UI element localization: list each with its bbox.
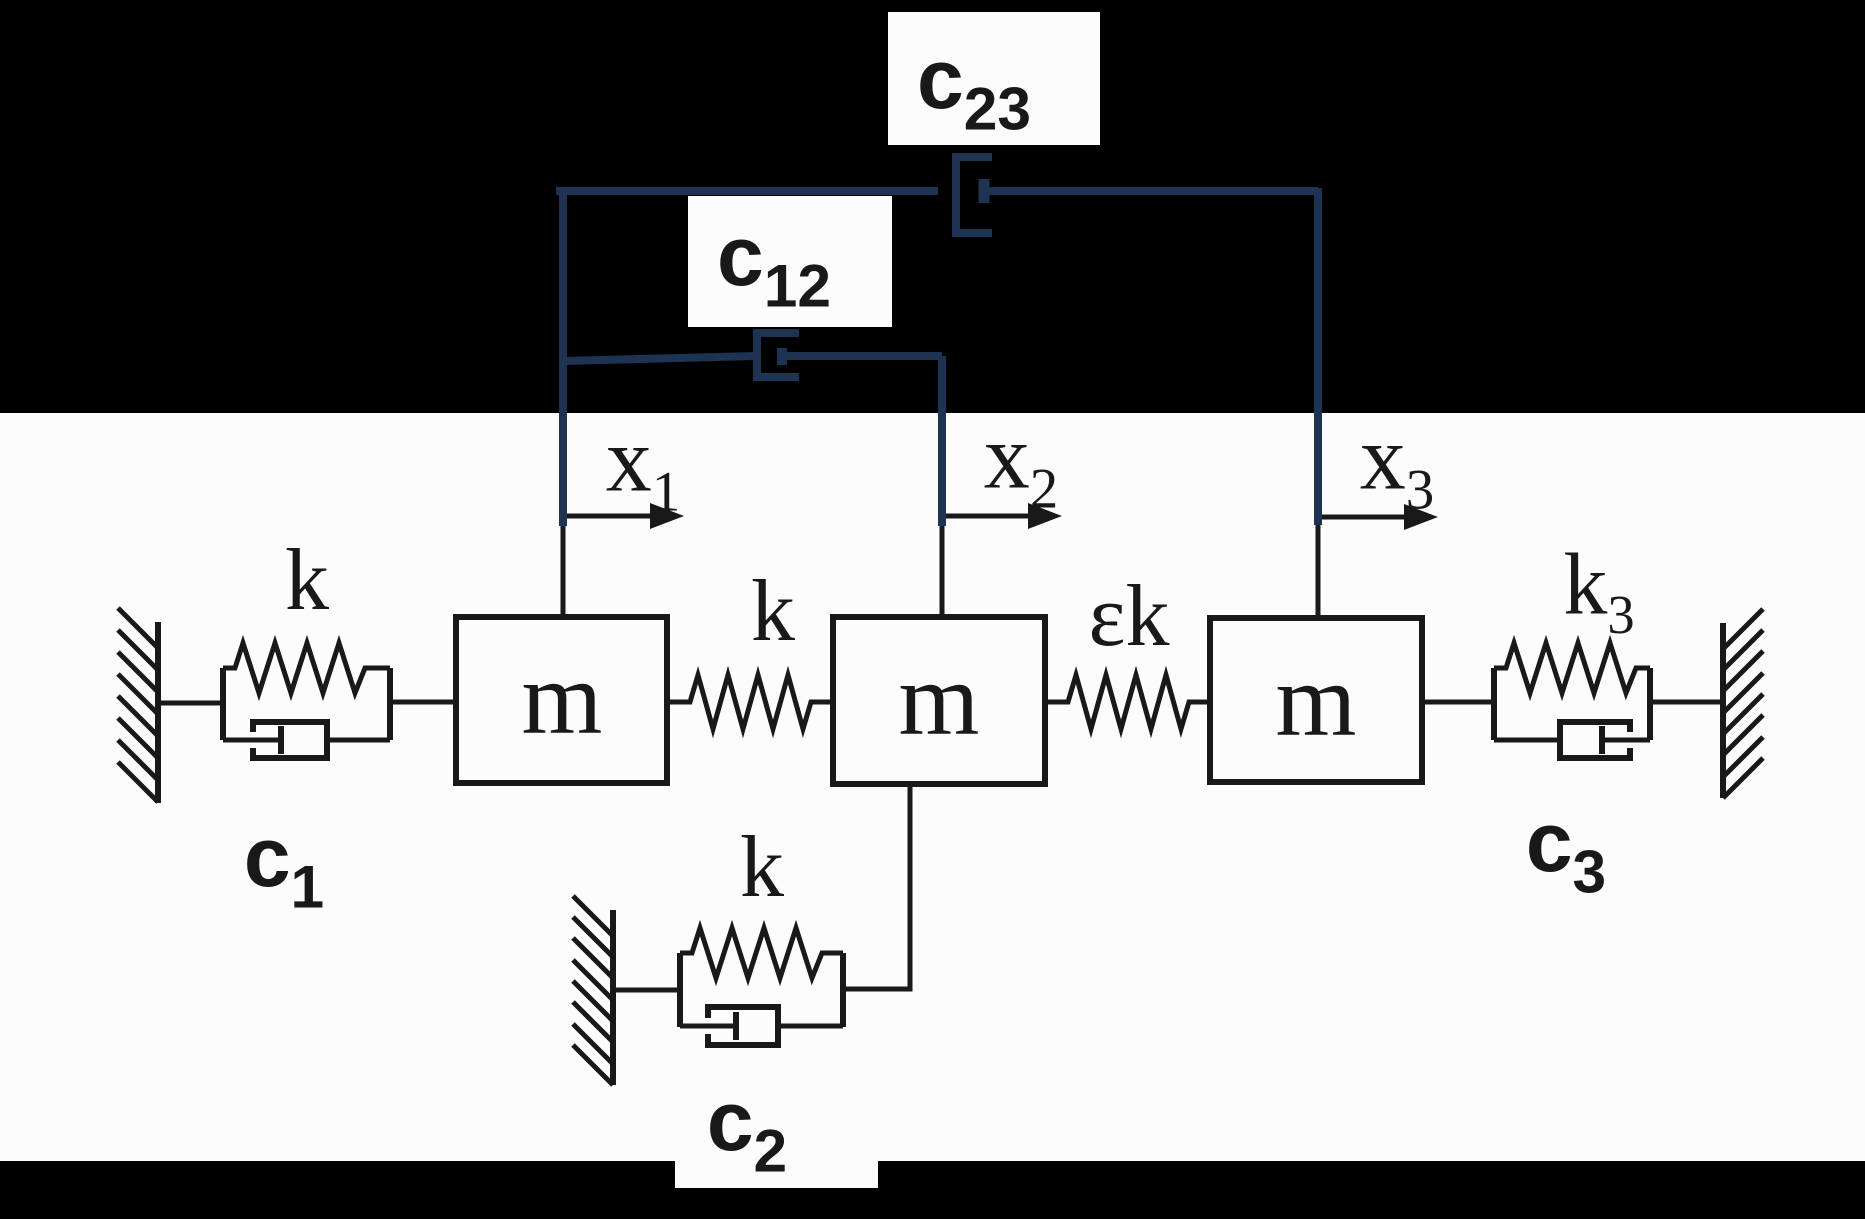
damper-c1-label: c1 <box>243 810 325 921</box>
x1-arrow <box>565 503 684 529</box>
right-spring-damper-assembly <box>1422 634 1723 761</box>
damper-c12-cup <box>753 329 799 381</box>
spring-k3-right <box>1494 634 1650 702</box>
mass-1-label: m <box>521 641 603 756</box>
mass-2-label: m <box>898 642 980 757</box>
spring-k3-label: k3 <box>1563 536 1635 645</box>
top-damper-network <box>556 153 1322 526</box>
spring-k-left <box>223 634 390 702</box>
damper-c23-label: c23 <box>917 32 1031 143</box>
c12-left-rod <box>562 352 756 365</box>
spring-k-12-label: k <box>751 563 795 660</box>
damper-c3-label: c3 <box>1525 795 1607 906</box>
mass-3-label: m <box>1275 643 1357 758</box>
spring-ek-23 <box>1045 665 1210 739</box>
spring-ek-23-label: εk <box>1088 568 1170 665</box>
left-wall <box>116 606 161 804</box>
damper-c12-label: c12 <box>717 209 831 320</box>
x2-arrow <box>943 503 1062 529</box>
x2-coordinate-label: x2 <box>983 405 1059 521</box>
spring-k-12 <box>667 665 833 739</box>
right-wall <box>1720 607 1765 800</box>
c12-label-box <box>688 196 892 327</box>
spring-k-bottom <box>680 919 843 987</box>
bottom-spring-damper-assembly <box>613 784 913 1048</box>
damper-c2-label: c2 <box>706 1074 788 1185</box>
mass2-ground-link <box>843 784 913 992</box>
x3-arrow <box>1319 504 1438 530</box>
damper-c3-cylinder <box>1557 719 1633 761</box>
spring-k-left-label: k <box>285 532 329 629</box>
x3-coordinate-label: x3 <box>1359 406 1435 522</box>
c23-label-box <box>888 12 1100 145</box>
c2-label-box <box>675 1161 878 1188</box>
spring-k-bottom-label: k <box>740 819 784 916</box>
bottom-wall <box>571 894 616 1087</box>
x1-coordinate-label: x1 <box>605 408 681 524</box>
left-spring-damper-assembly <box>158 634 456 761</box>
